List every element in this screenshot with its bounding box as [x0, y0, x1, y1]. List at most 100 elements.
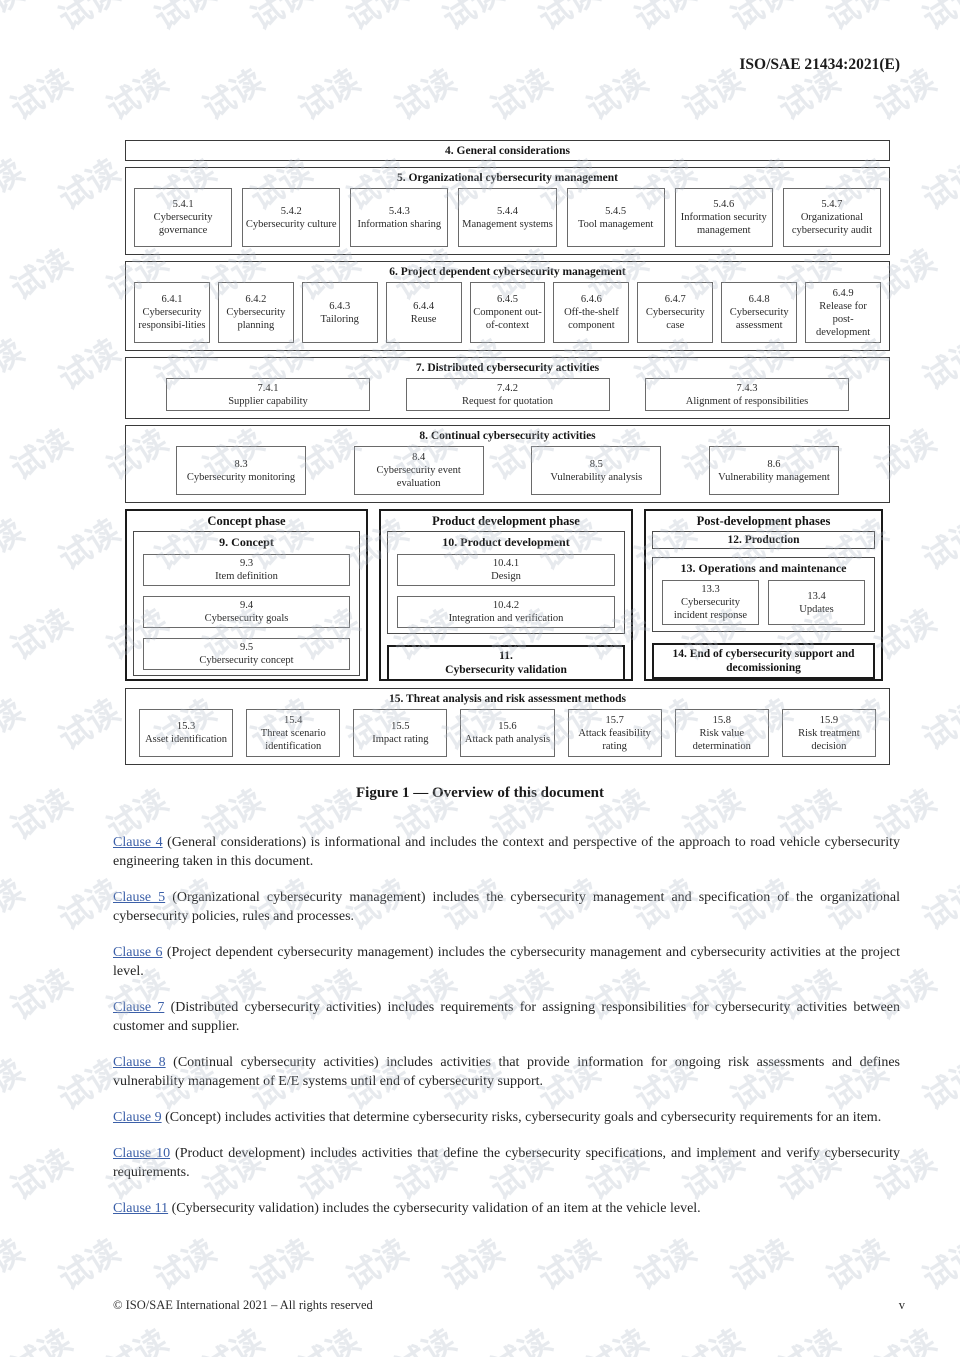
section-title: 5. Organizational cybersecurity manageme…	[396, 172, 618, 184]
clause-number: 5.4.1	[172, 199, 194, 210]
clause-number: 8.3	[234, 458, 248, 470]
clause-label: Cybersecurity monitoring	[186, 471, 296, 483]
clause-number: 8.6	[767, 458, 781, 470]
product-development-phase-column: Product development phase 10. Product de…	[379, 509, 633, 681]
paragraph-text: (Cybersecurity validation) includes the …	[168, 1201, 701, 1216]
clause-9-link[interactable]: Clause 9	[113, 1110, 162, 1125]
clause-label: Design	[491, 571, 521, 582]
clause-10-link[interactable]: Clause 10	[113, 1146, 171, 1161]
clause-number: 6.4.4	[413, 300, 435, 312]
clause-8-link[interactable]: Clause 8	[113, 1055, 166, 1070]
clause-label: Item definition	[215, 571, 278, 582]
clause-7-link[interactable]: Clause 7	[113, 1000, 165, 1015]
watermark-text: 试读	[675, 1321, 751, 1357]
clause-number: 6.4.8	[748, 294, 770, 305]
clause-6-link[interactable]: Clause 6	[113, 945, 163, 960]
watermark-text: 试读	[3, 1321, 79, 1357]
footer-copyright: © ISO/SAE International 2021 – All right…	[113, 1298, 373, 1312]
group-title: 10. Product development	[442, 535, 570, 549]
box-production: 12. Production	[652, 531, 875, 549]
clause-label: Risk treatment decision	[798, 727, 860, 752]
box-cybersecurity-validation: 11. Cybersecurity validation	[387, 645, 625, 681]
clause-number: 10.4.1	[492, 558, 520, 569]
clause-number: 7.4.1	[257, 382, 279, 394]
watermark-text: 试读	[819, 0, 895, 38]
clause-number: 5.4.4	[496, 205, 518, 217]
paragraph-text: (Organizational cybersecurity management…	[113, 890, 900, 924]
watermark-text: 试读	[147, 0, 223, 38]
clause-4-link[interactable]: Clause 4	[113, 835, 163, 850]
watermark-text: 试读	[435, 0, 511, 38]
paragraph-clause-4: Clause 4 (General considerations) is inf…	[113, 833, 900, 871]
watermark-text: 试读	[627, 1231, 703, 1298]
clause-label: Organizational cybersecurity audit	[791, 212, 872, 236]
watermark-text: 试读	[723, 0, 799, 38]
clause-number: 9.3	[239, 558, 254, 569]
clause-label: Attack path analysis	[464, 734, 551, 745]
watermark-text: 试读	[0, 691, 31, 758]
clause-label: Cybersecurity responsibi-lities	[138, 307, 206, 331]
page-header-standard-number: ISO/SAE 21434:2021(E)	[739, 56, 900, 73]
watermark-text: 试读	[771, 1321, 847, 1357]
section-title: 8. Continual cybersecurity activities	[419, 430, 596, 442]
watermark-text: 试读	[915, 151, 960, 218]
watermark-text: 试读	[0, 331, 31, 398]
watermark-text: 试读	[51, 1231, 127, 1298]
clause-number: 6.4.6	[580, 294, 602, 305]
paragraph-text: (Concept) includes activities that deter…	[161, 1110, 882, 1125]
clause-number: 5.4.3	[388, 205, 410, 217]
paragraph-text: (Project dependent cybersecurity managem…	[113, 945, 901, 979]
watermark-text: 试读	[291, 1321, 367, 1357]
watermark-text: 试读	[915, 1231, 960, 1298]
paragraph-clause-9: Clause 9 (Concept) includes activities t…	[113, 1108, 900, 1127]
group-title: 9. Concept	[219, 535, 274, 549]
clause-label: Cybersecurity case	[645, 307, 705, 331]
clause-5-link[interactable]: Clause 5	[113, 890, 166, 905]
watermark-text: 试读	[387, 1321, 463, 1357]
figure-caption: Figure 1 — Overview of this document	[355, 785, 605, 801]
phase-title: Concept phase	[207, 514, 286, 528]
clause-label: Cybersecurity event evaluation	[376, 465, 461, 489]
box-tara-methods: 15. Threat analysis and risk assessment …	[125, 688, 890, 765]
watermark-text: 试读	[3, 241, 79, 308]
clause-label: Cybersecurity incident response	[673, 597, 748, 621]
clause-label: Cybersecurity concept	[199, 655, 294, 666]
footer-page-number: v	[898, 1298, 905, 1312]
watermark-text: 试读	[0, 1231, 31, 1298]
clause-label: Cybersecurity governance	[153, 212, 213, 236]
watermark-text: 试读	[0, 0, 31, 38]
clause-11-link[interactable]: Clause 11	[113, 1201, 169, 1216]
clause-label: Attack feasibility rating	[578, 727, 651, 752]
clause-label: Asset identification	[145, 734, 228, 745]
watermark-text: 试读	[51, 331, 127, 398]
clause-label: Cybersecurity assessment	[729, 307, 789, 331]
clause-number: 8.4	[412, 452, 426, 463]
clause-number: 6.4.5	[497, 294, 518, 305]
clause-label: Component out-of-context	[473, 307, 542, 331]
watermark-text: 试读	[915, 331, 960, 398]
box-distributed-activities: 7. Distributed cybersecurity activities …	[125, 357, 890, 419]
